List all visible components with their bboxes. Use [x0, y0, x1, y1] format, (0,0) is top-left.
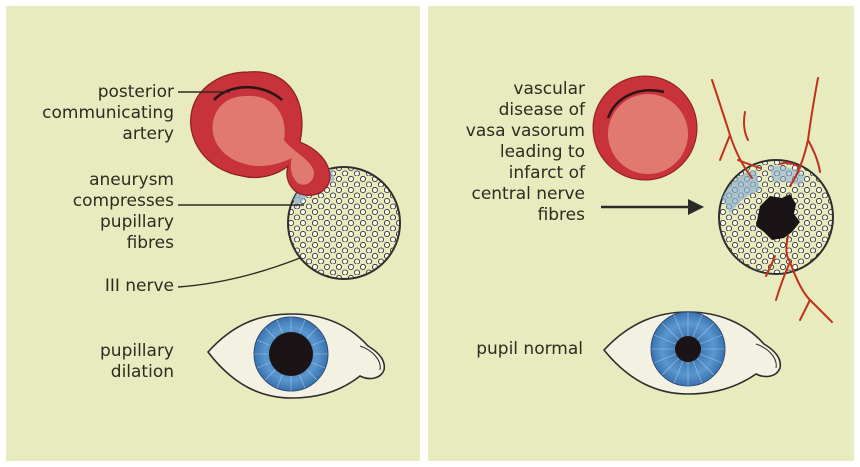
- label-line: fibres: [466, 205, 585, 226]
- label-line: pupillary: [73, 212, 174, 233]
- label-line: artery: [42, 124, 174, 145]
- label-posterior-communicating-artery: posterior communicating artery: [42, 82, 174, 145]
- label-line: compresses: [73, 191, 174, 212]
- label-third-nerve: III nerve: [105, 276, 174, 297]
- label-aneurysm-compresses: aneurysm compresses pupillary fibres: [73, 170, 174, 254]
- label-line: aneurysm: [73, 170, 174, 191]
- posterior-communicating-artery: [191, 72, 330, 196]
- label-line: leading to: [466, 142, 585, 163]
- eye-normal-pupil: [604, 312, 780, 394]
- label-line: infarct of: [466, 163, 585, 184]
- label-vascular-disease: vascular disease of vasa vasorum leading…: [466, 79, 585, 226]
- label-line: vascular: [466, 79, 585, 100]
- arrow-to-nerve: [601, 199, 704, 215]
- label-line: dilation: [100, 362, 174, 383]
- nerve-central-infarct: [719, 160, 833, 274]
- label-line: posterior: [42, 82, 174, 103]
- label-line: central nerve: [466, 184, 585, 205]
- eye-dilated-pupil: [208, 314, 384, 398]
- label-pupillary-dilation: pupillary dilation: [100, 341, 174, 383]
- vasa-vasorum-artery: [593, 76, 697, 180]
- label-line: vasa vasorum: [466, 121, 585, 142]
- label-pupil-normal: pupil normal: [476, 339, 583, 360]
- label-line: fibres: [73, 233, 174, 254]
- label-line: pupillary: [100, 341, 174, 362]
- label-line: disease of: [466, 100, 585, 121]
- label-line: communicating: [42, 103, 174, 124]
